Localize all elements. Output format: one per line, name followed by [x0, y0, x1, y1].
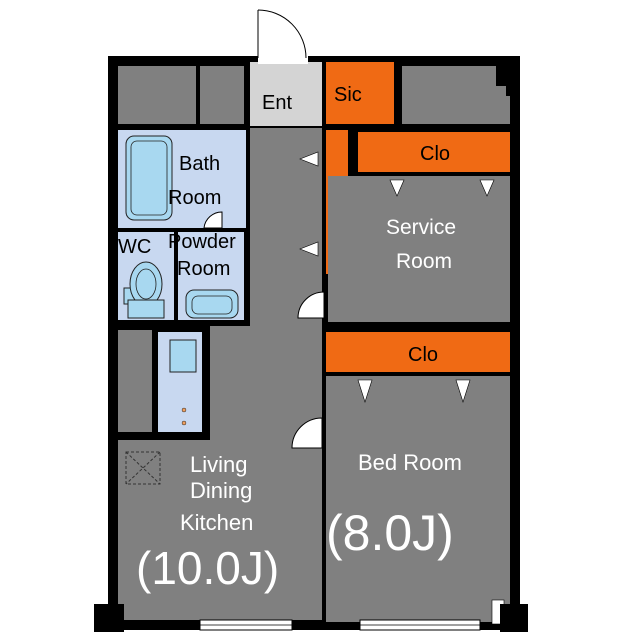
- washbasin-inner: [191, 295, 233, 315]
- entrance-door-icon: [257, 9, 307, 59]
- ldk-floor: [118, 326, 322, 620]
- powder-room-label-line1: Powder: [168, 231, 236, 253]
- column-bottom-left: [94, 604, 124, 632]
- powder-room-label-line2: Room: [177, 258, 230, 280]
- ventilation-icon: [125, 451, 161, 485]
- service-room-door-icon: [297, 291, 325, 319]
- service-room-closet: [358, 132, 510, 172]
- bed-room-size-label: (8.0J): [326, 505, 454, 561]
- service-room-label-line1: Service: [386, 216, 456, 239]
- ldk-door-icon: [291, 417, 323, 449]
- bed-room-closet: [326, 332, 510, 372]
- wc-label: WC: [118, 236, 151, 258]
- entrance-label: Ent: [262, 92, 292, 114]
- corner-column: [496, 62, 514, 96]
- bed-closet-label: Clo: [408, 344, 438, 366]
- ldk-label-line2: Dining: [190, 478, 252, 503]
- service-closet-door-icons: [389, 179, 495, 197]
- toilet-icon: [123, 261, 165, 319]
- ldk-label-line3: Kitchen: [180, 510, 253, 535]
- entrance-floor: [250, 62, 322, 126]
- bath-room-label-line1: Bath: [179, 153, 220, 175]
- bed-closet-door-icons: [357, 379, 471, 403]
- storage-top-right: [402, 66, 510, 124]
- kitchen-sink-icon: [169, 339, 197, 373]
- washbasin-icon: [185, 289, 239, 319]
- bottom-window-right: [359, 619, 481, 631]
- kitchen-counter: [118, 330, 152, 432]
- shoe-closet-label: Sic: [334, 84, 362, 106]
- bed-room-label: Bed Room: [358, 450, 462, 475]
- shoe-closet: [326, 62, 394, 124]
- service-room-label-line2: Room: [396, 250, 452, 273]
- service-room-floor: [328, 176, 510, 322]
- stove-burner-icons: [181, 407, 187, 426]
- service-closet-label: Clo: [420, 143, 450, 165]
- bottom-window-left: [199, 619, 293, 631]
- ldk-label-line1: Living: [190, 452, 247, 477]
- storage-cabinet-left: [118, 66, 196, 124]
- hallway-door-icons: [299, 151, 319, 257]
- bath-door-icon: [203, 211, 223, 229]
- bathtub-inner: [130, 140, 168, 216]
- bathtub-icon: [125, 135, 173, 221]
- bed-room-floor: [326, 376, 510, 622]
- ldk-size-label: (10.0J): [136, 542, 279, 594]
- bath-room-label-line2: Room: [168, 187, 221, 209]
- storage-cabinet-right: [200, 66, 244, 124]
- entrance-door-opening: [258, 50, 308, 64]
- column-bottom-right: [500, 604, 528, 632]
